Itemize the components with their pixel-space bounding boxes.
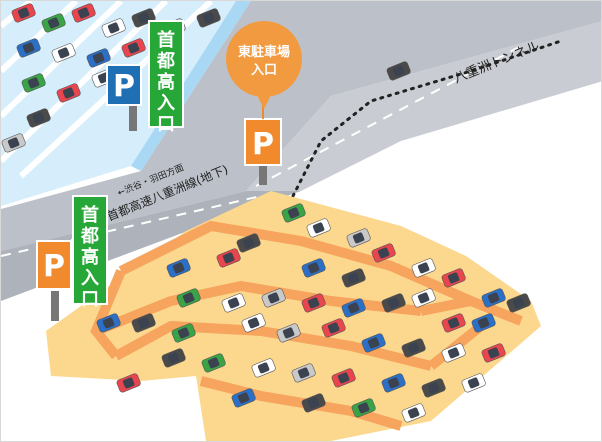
parked-car — [386, 61, 411, 81]
sign-top-label: 首都高入口 — [156, 29, 175, 135]
parked-car — [471, 313, 496, 333]
parked-car — [441, 343, 466, 363]
parked-car — [441, 313, 466, 333]
parked-car — [401, 338, 426, 358]
parked-car — [216, 248, 241, 268]
parked-car — [236, 233, 261, 253]
parked-car — [71, 3, 96, 23]
parked-car — [1, 133, 26, 153]
parked-car — [166, 258, 191, 278]
parked-car — [21, 73, 46, 93]
parked-car — [51, 43, 76, 63]
parked-car — [241, 313, 266, 333]
parked-car — [481, 343, 506, 363]
parked-car — [56, 83, 81, 103]
sign-left-label: 首都高入口 — [80, 204, 99, 310]
bubble-label-line2: 入口 — [251, 63, 277, 78]
parked-car — [381, 373, 406, 393]
parked-car — [86, 48, 111, 68]
parked-car — [441, 268, 466, 288]
parked-car — [306, 218, 331, 238]
expressway-entrance-sign-left: P 首都高入口 — [36, 195, 108, 321]
parked-car — [301, 293, 326, 313]
parked-car — [301, 258, 326, 278]
parked-car — [131, 313, 156, 333]
parked-car — [421, 378, 446, 398]
parked-car — [276, 323, 301, 343]
parked-car — [341, 298, 366, 318]
parked-car — [461, 373, 486, 393]
parked-car — [261, 288, 286, 308]
parked-car — [281, 203, 306, 223]
parking-p-icon-left: P — [43, 249, 65, 284]
parked-car — [221, 293, 246, 313]
parked-car — [201, 353, 226, 373]
expressway-entrance-sign-top: P 首都高入口 — [106, 20, 184, 135]
parked-car — [346, 228, 371, 248]
parked-car — [121, 38, 146, 58]
parked-car — [341, 268, 366, 288]
parked-car — [506, 293, 531, 313]
parked-car — [16, 38, 41, 58]
east-entrance-marker: P 東駐車場 入口 — [226, 21, 302, 185]
east-parking-lot — [46, 191, 541, 441]
parked-car — [196, 8, 221, 28]
parked-car — [231, 388, 256, 408]
parked-car — [371, 243, 396, 263]
parking-p-icon-east: P — [252, 127, 274, 162]
parked-car — [411, 288, 436, 308]
parked-car — [381, 293, 406, 313]
parked-car — [481, 288, 506, 308]
bubble-label-line1: 東駐車場 — [238, 44, 290, 60]
parking-p-icon: P — [113, 69, 135, 104]
parked-car — [116, 373, 141, 393]
parked-car — [161, 348, 186, 368]
parked-car — [101, 18, 126, 38]
parked-car — [361, 333, 386, 353]
parked-car — [401, 403, 426, 423]
parked-car — [176, 288, 201, 308]
parked-car — [411, 258, 436, 278]
parked-car — [321, 318, 346, 338]
parked-car — [301, 393, 326, 413]
parked-car — [41, 13, 66, 33]
parked-car — [171, 323, 196, 343]
parked-car — [351, 398, 376, 418]
parked-car — [11, 3, 36, 23]
parked-car — [251, 358, 276, 378]
parked-car — [291, 363, 316, 383]
east-entrance-bubble — [226, 21, 302, 97]
parked-car — [96, 313, 121, 333]
parked-car — [331, 368, 356, 388]
parked-car — [26, 108, 51, 128]
